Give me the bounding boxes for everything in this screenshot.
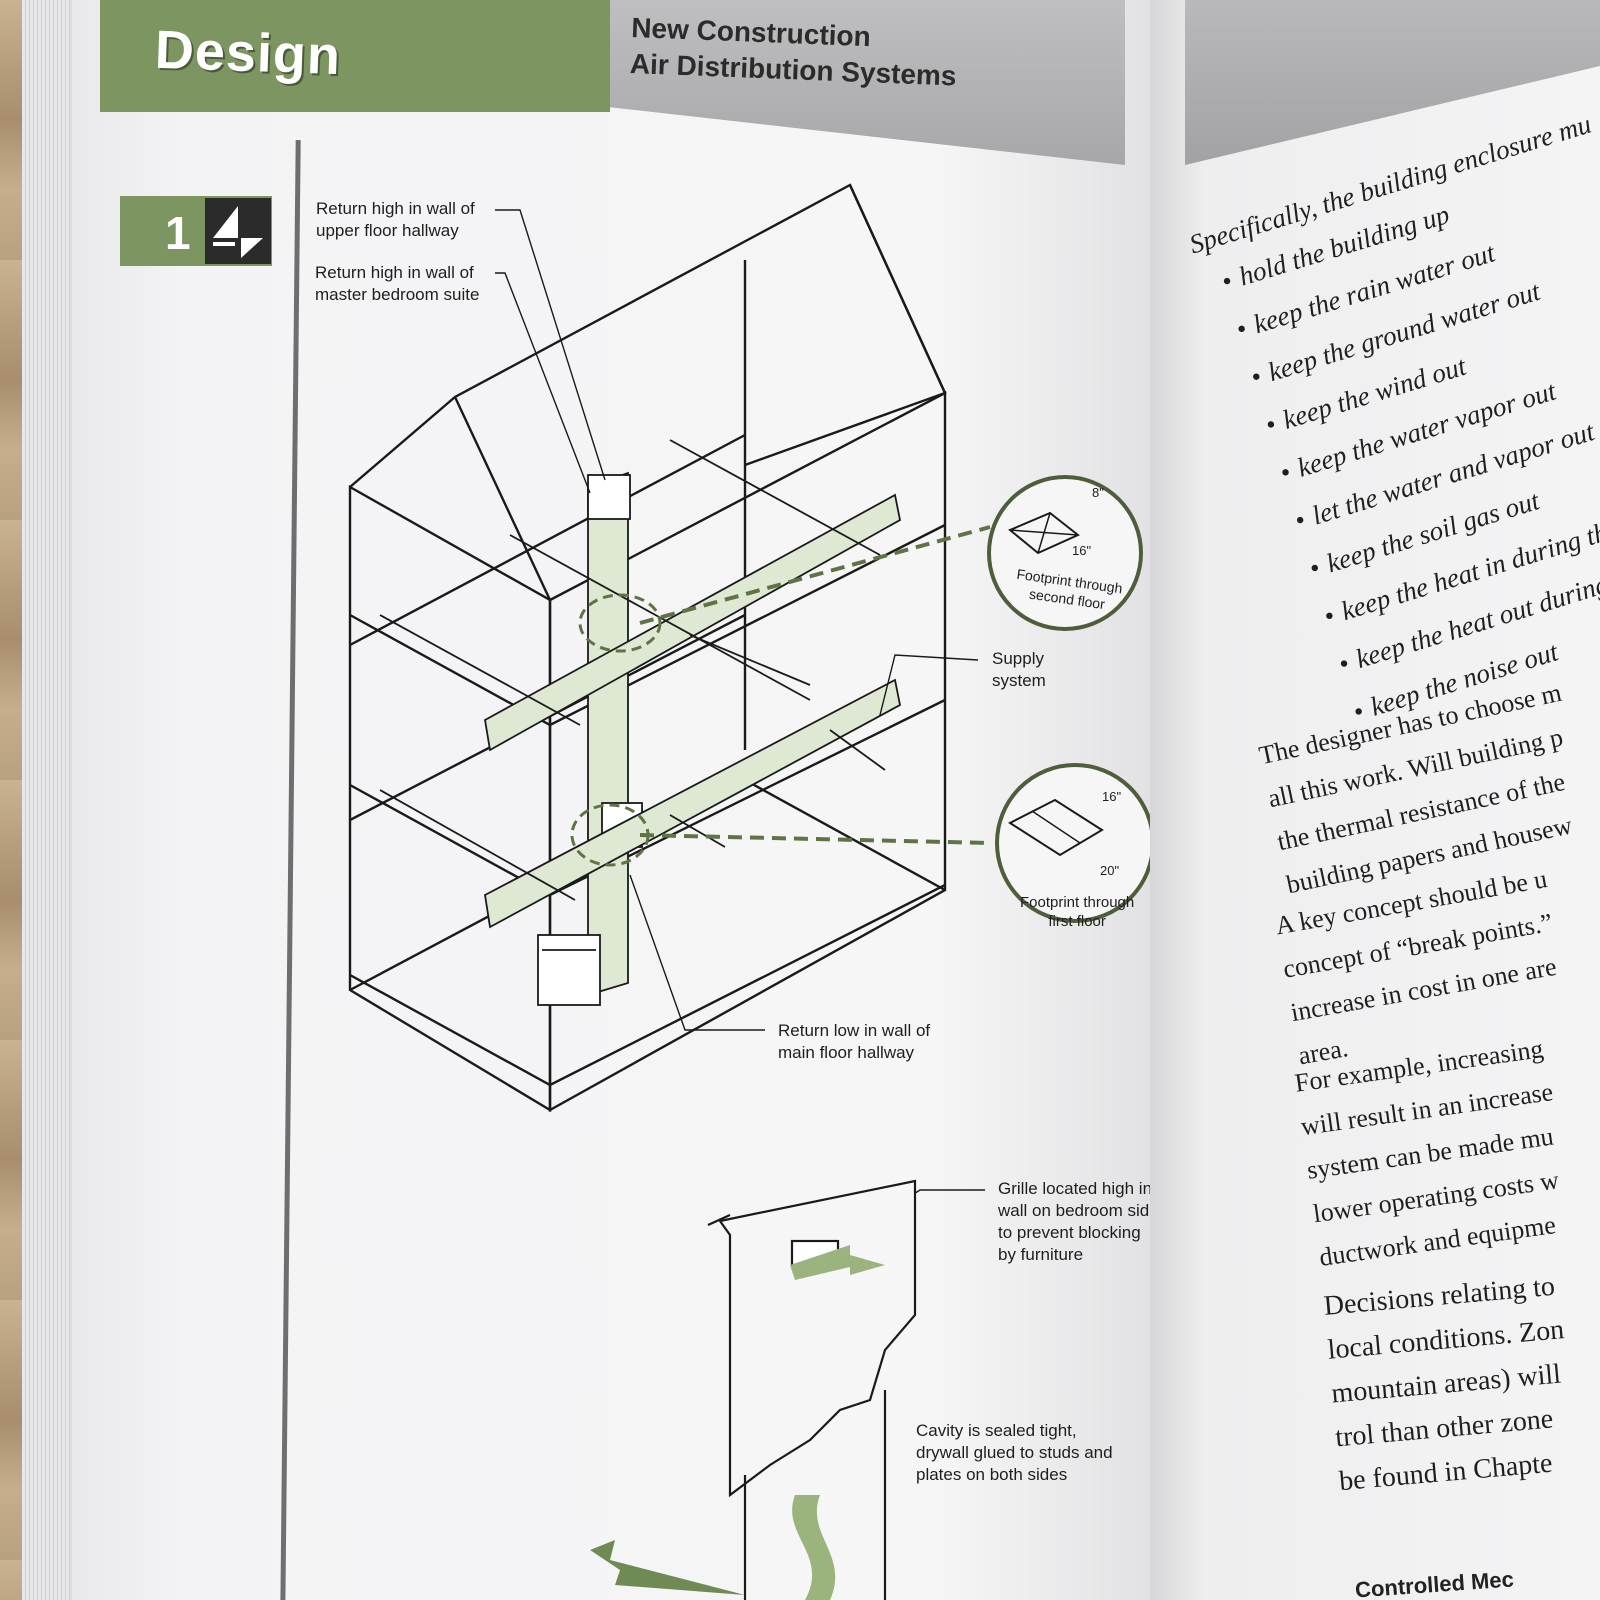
airflow-arrow-icon bbox=[790, 1245, 885, 1280]
callout-cavity-sealed: Cavity is sealed tight, drywall glued to… bbox=[916, 1421, 1113, 1484]
paragraph-for-example: For example, increasing will result in a… bbox=[1292, 1027, 1574, 1280]
callout-leaders bbox=[495, 209, 985, 1236]
section-title: Design bbox=[154, 19, 343, 87]
upper-supply-trunk bbox=[484, 493, 902, 752]
wall-cutaway-detail bbox=[590, 1179, 917, 1600]
dimension-8-inch: 8" bbox=[1092, 485, 1104, 500]
second-floor-highlight bbox=[578, 593, 662, 653]
page-badge-number: 1 bbox=[165, 207, 191, 259]
callout-return-main-floor: Return low in wall of main floor hallway bbox=[778, 1021, 931, 1062]
dimension-16-inch-second: 16" bbox=[1072, 543, 1092, 558]
paragraph-decisions: Decisions relating to local conditions. … bbox=[1322, 1264, 1577, 1504]
return-airflow-icon bbox=[792, 1495, 836, 1600]
house-air-distribution-diagram bbox=[348, 183, 1155, 1600]
dimension-20-inch: 20" bbox=[1100, 863, 1120, 878]
callout-footprint-first-floor: Footprint through first floor bbox=[1020, 894, 1135, 930]
lower-supply-trunk bbox=[484, 678, 902, 929]
furnace bbox=[537, 934, 601, 1006]
section-header-band bbox=[100, 0, 610, 112]
design-logo-icon bbox=[205, 198, 271, 264]
duct-system bbox=[379, 439, 902, 1006]
callout-supply-system: Supply system bbox=[992, 649, 1046, 690]
dimension-16-inch-first: 16" bbox=[1102, 789, 1122, 804]
callout-return-upper-hallway: Return high in wall of upper floor hallw… bbox=[316, 199, 475, 240]
callout-grille-bedroom-side: Grille located high in wall on bedroom s… bbox=[998, 1179, 1159, 1264]
footprint-second-floor-detail bbox=[987, 475, 1143, 631]
footprint-leaders bbox=[639, 525, 991, 845]
upper-return-grille bbox=[587, 474, 631, 520]
outflow-arrow-icon bbox=[590, 1540, 745, 1595]
first-floor-highlight bbox=[570, 803, 650, 867]
callout-return-master-suite: Return high in wall of master bedroom su… bbox=[315, 263, 480, 304]
